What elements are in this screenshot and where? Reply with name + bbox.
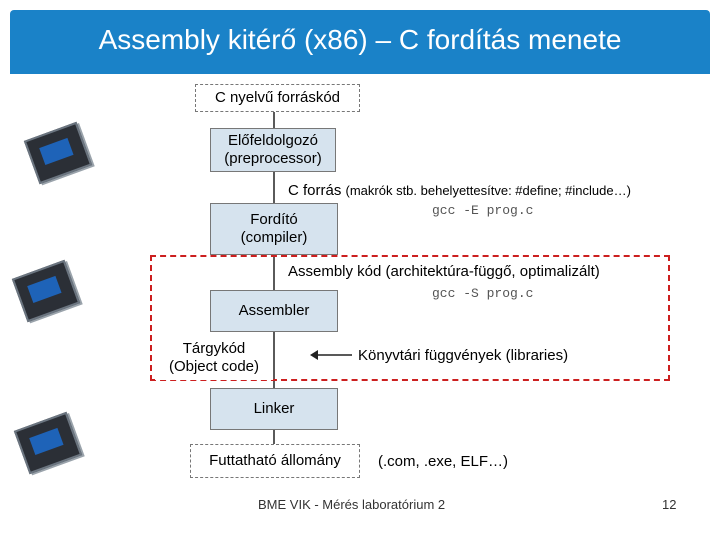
assembly-highlight-frame xyxy=(150,255,670,381)
linker-label: Linker xyxy=(253,400,295,417)
assembler-label: Assembler xyxy=(238,302,310,319)
linker-box: Linker xyxy=(210,388,338,430)
compiler-sublabel: (compiler) xyxy=(240,229,308,246)
slide-title: Assembly kitérő (x86) – C fordítás menet… xyxy=(98,24,622,55)
gcc-e-command: gcc -E prog.c xyxy=(432,203,534,218)
c-source-note: (makrók stb. behelyettesítve: #define; #… xyxy=(345,183,631,198)
object-code-sublabel: (Object code) xyxy=(168,358,260,375)
assembly-code-label: Assembly kód (architektúra-függő, optima… xyxy=(288,263,600,280)
page-number: 12 xyxy=(662,497,677,512)
source-code-label: C nyelvű forráskód xyxy=(214,89,341,106)
compiler-label: Fordító xyxy=(250,211,298,228)
preprocessor-sublabel: (preprocessor) xyxy=(224,150,322,167)
source-code-box: C nyelvű forráskód xyxy=(195,84,360,112)
gcc-s-command: gcc -S prog.c xyxy=(432,286,534,301)
c-source-bold: C forrás xyxy=(288,182,342,199)
executable-label: Futtatható állomány xyxy=(209,452,341,469)
executable-box: Futtatható állomány xyxy=(190,444,360,478)
libraries-label: Könyvtári függvények (libraries) xyxy=(358,347,569,364)
object-code-box: Tárgykód (Object code) xyxy=(155,336,273,380)
preprocessor-box: Előfeldolgozó (preprocessor) xyxy=(210,128,336,172)
footer-caption: BME VIK - Mérés laboratórium 2 xyxy=(258,497,446,512)
title-bar xyxy=(10,10,710,74)
compiler-box: Fordító (compiler) xyxy=(210,203,338,255)
c-source-annotation: C forrás (makrók stb. behelyettesítve: #… xyxy=(288,182,631,199)
object-code-label: Tárgykód xyxy=(182,340,246,357)
preprocessor-label: Előfeldolgozó xyxy=(227,132,319,149)
extensions-label: (.com, .exe, ELF…) xyxy=(378,453,509,470)
assembler-box: Assembler xyxy=(210,290,338,332)
